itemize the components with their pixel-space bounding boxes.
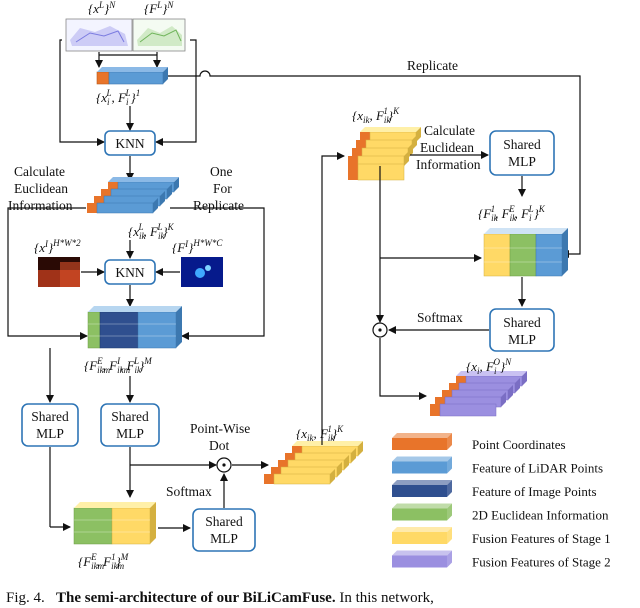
stage1-combined-stack (73, 502, 156, 545)
shared-mlp-box-right-bottom: Shared MLP (489, 308, 555, 352)
legend-label: Point Coordinates (472, 437, 566, 452)
stage2-output-stack (430, 371, 527, 417)
svg-text:MLP: MLP (210, 531, 238, 546)
legend-swatch (392, 532, 447, 544)
svg-text:Euclidean: Euclidean (420, 140, 474, 155)
lidar-point-cloud-image (65, 18, 133, 52)
legend-swatch (392, 438, 447, 450)
svg-text:Information: Information (8, 198, 73, 213)
svg-text:Replicate: Replicate (193, 198, 244, 213)
legend-swatch (392, 508, 447, 521)
label-xiFi1: {xiL, FiL}1 (96, 88, 140, 107)
stage1-top-stack (348, 127, 421, 181)
svg-text:Shared: Shared (111, 409, 149, 424)
legend-label: Fusion Features of Stage 2 (472, 555, 611, 570)
legend-swatch (392, 461, 447, 474)
legend-label: Fusion Features of Stage 1 (472, 531, 611, 546)
legend-item: Feature of Image Points (392, 480, 597, 499)
legend-label: 2D Euclidean Information (472, 508, 609, 523)
svg-text:One: One (210, 164, 233, 179)
svg-text:Softmax: Softmax (417, 310, 463, 325)
svg-text:KNN: KNN (115, 265, 144, 280)
pointwise-dot-op (216, 457, 232, 473)
svg-text:Softmax: Softmax (166, 484, 212, 499)
knn-top-box: KNN (104, 130, 156, 156)
shared-mlp-box-bottom: Shared MLP (192, 508, 256, 552)
svg-text:Dot: Dot (209, 438, 229, 453)
svg-text:For: For (213, 181, 232, 196)
knn-neighbor-stack (87, 177, 179, 214)
label-Fikm-bottom: {FikmE, Fikm1}M (78, 552, 129, 571)
legend-item: Fusion Features of Stage 2 (392, 550, 611, 570)
knn-mid-box: KNN (104, 259, 156, 285)
figure-caption: Fig. 4. The semi-architecture of our BiL… (6, 590, 434, 606)
svg-text:Calculate: Calculate (14, 164, 65, 179)
legend-item: Feature of LiDAR Points (392, 456, 603, 476)
label-xI: {xI}H*W*2 (34, 238, 81, 255)
shared-mlp-box-mid: Shared MLP (100, 403, 160, 447)
legend-label: Feature of Image Points (472, 484, 597, 499)
label-FI: {FI}H*W*C (172, 238, 223, 255)
svg-text:Shared: Shared (205, 514, 243, 529)
label-FL: {FL}N (144, 0, 174, 16)
svg-text:MLP: MLP (508, 332, 536, 347)
legend-item: 2D Euclidean Information (392, 503, 609, 523)
stage2-combined-stack (483, 228, 568, 277)
svg-text:Calculate: Calculate (424, 123, 475, 138)
svg-text:Shared: Shared (503, 137, 541, 152)
svg-text:MLP: MLP (508, 154, 536, 169)
pointwise-dot-op-right (372, 322, 388, 338)
svg-text:MLP: MLP (36, 426, 64, 441)
label-xikFik1-mid: {xik, Fik1}K (296, 424, 344, 443)
svg-text:Shared: Shared (31, 409, 69, 424)
label-replicate-top: Replicate (407, 58, 458, 73)
legend-item: Point Coordinates (392, 433, 566, 452)
label-Fikm-group: {FikmE, FikmI, FikL}M (84, 356, 152, 375)
shared-mlp-box-left: Shared MLP (21, 403, 79, 447)
image-coordinate-map (38, 257, 80, 287)
legend-item: Fusion Features of Stage 1 (392, 527, 611, 546)
shared-mlp-box-right-top: Shared MLP (489, 130, 555, 176)
feature-point-cloud-image (132, 18, 186, 52)
label-xikFik: {xikL, FikL}K (128, 222, 175, 241)
single-point-feature-bar (96, 67, 168, 85)
svg-text:Information: Information (416, 157, 481, 172)
svg-text:MLP: MLP (116, 426, 144, 441)
svg-text:Point-Wise: Point-Wise (190, 421, 250, 436)
legend-swatch (392, 485, 447, 497)
legend-label: Feature of LiDAR Points (472, 461, 603, 476)
svg-text:Shared: Shared (503, 315, 541, 330)
legend-swatch (392, 555, 447, 568)
combined-feature-stack (87, 306, 182, 349)
label-F1-group: {Fik1, FikE, FiL}K (478, 204, 546, 223)
image-feature-map (181, 257, 223, 287)
label-xL: {xL}N (88, 0, 116, 16)
label-xikFik1-top: {xik, Fik1}K (352, 106, 400, 125)
stage1-output-stack (264, 441, 363, 485)
svg-text:Euclidean: Euclidean (14, 181, 68, 196)
svg-text:KNN: KNN (115, 136, 144, 151)
